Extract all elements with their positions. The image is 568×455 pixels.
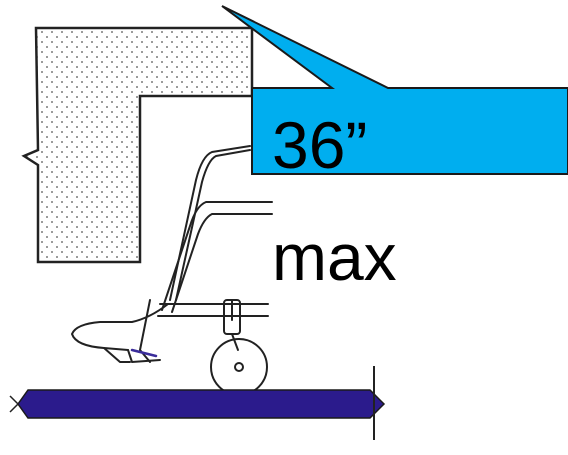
callout-box xyxy=(221,5,568,175)
counter-cross-section xyxy=(21,26,254,264)
callout-qualifier: max xyxy=(272,220,397,294)
floor xyxy=(9,366,386,440)
callout-measurement: 36” xyxy=(272,108,368,182)
